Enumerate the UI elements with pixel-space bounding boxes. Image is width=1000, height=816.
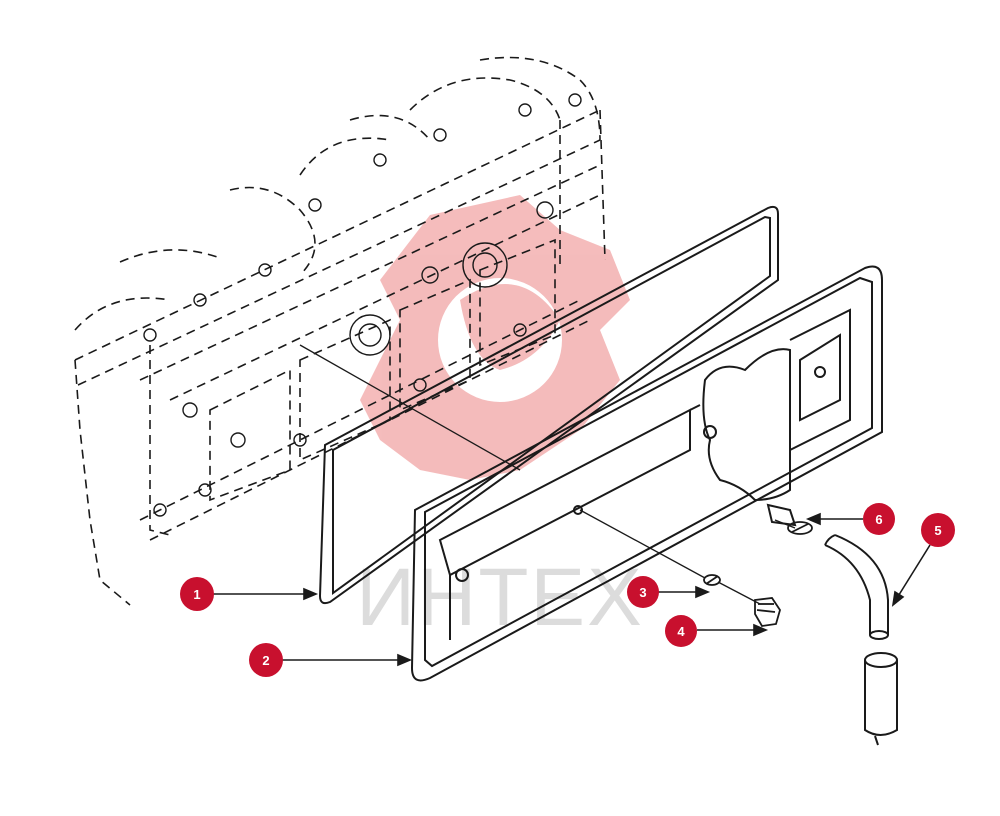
side-cover: [410, 265, 883, 682]
callout-1: 1: [180, 577, 214, 611]
callout-5-label: 5: [934, 523, 941, 538]
callout-6: 6: [863, 503, 895, 535]
washer: [703, 574, 721, 586]
callout-3-label: 3: [639, 585, 646, 600]
callout-5: 5: [921, 513, 955, 547]
callout-arrows: [212, 512, 931, 667]
callout-2-label: 2: [262, 653, 269, 668]
callout-6-label: 6: [875, 512, 882, 527]
engine-block-holes: [143, 93, 582, 517]
callout-2: 2: [249, 643, 283, 677]
engine-block: [74, 56, 606, 606]
callout-4-label: 4: [677, 624, 685, 639]
gear-logo-icon: [360, 195, 630, 480]
watermark: ИНТЕХ: [356, 195, 644, 643]
watermark-text: ИНТЕХ: [356, 552, 644, 643]
breather-hose: [824, 534, 898, 746]
callout-4: 4: [665, 615, 697, 647]
gasket: [318, 205, 779, 605]
hose-clamp: [787, 521, 813, 535]
callout-1-label: 1: [193, 587, 200, 602]
leader-lines: [299, 344, 796, 605]
bolt: [754, 597, 781, 627]
callout-3: 3: [627, 576, 659, 608]
